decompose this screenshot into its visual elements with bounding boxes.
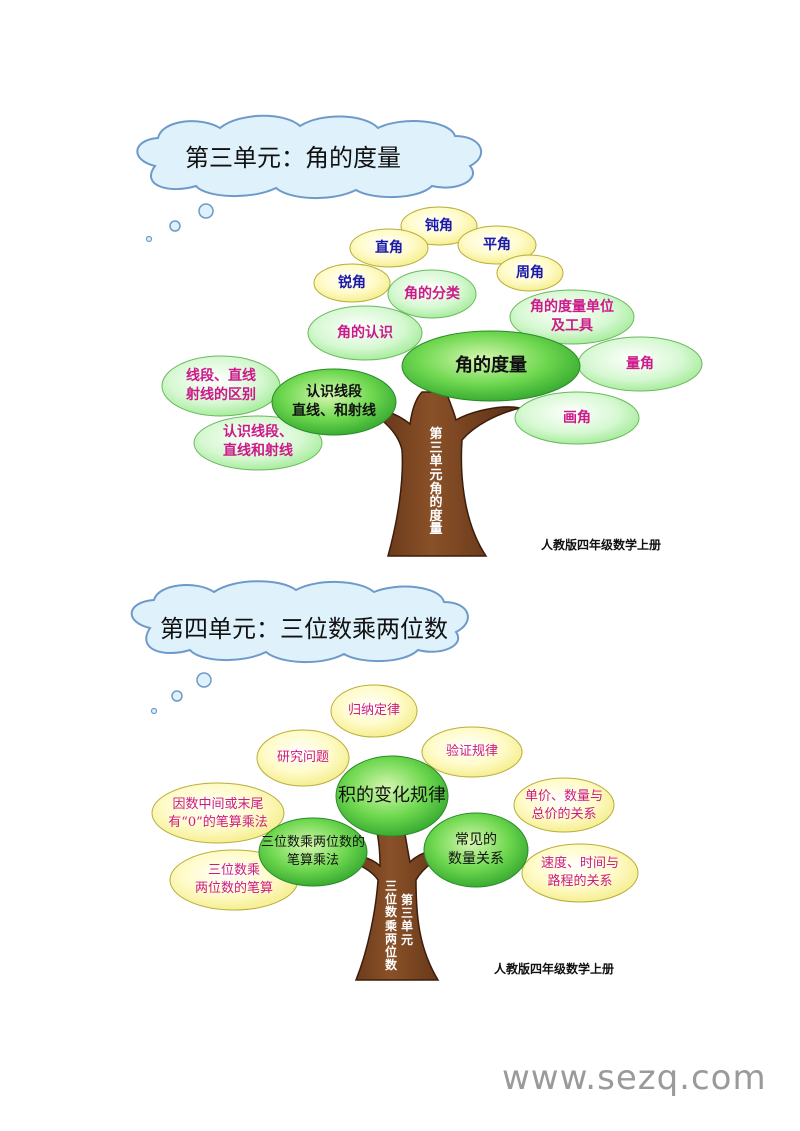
unit4-title: 第四单元：三位数乘两位数 — [160, 614, 448, 643]
title-cloud-unit4 — [130, 580, 469, 715]
type-full: 周角 — [516, 264, 544, 281]
type-acute: 锐角 — [338, 274, 366, 291]
unit3-title: 第三单元：角的度量 — [185, 143, 401, 172]
trunk-text-unit4-a: 第 三 单 元 — [400, 893, 413, 947]
type-straight: 平角 — [483, 236, 511, 253]
node-research: 研究问题 — [276, 750, 329, 766]
caption-unit3: 人教版四年级数学上册 — [541, 538, 662, 552]
center-topic-unit3: 角的度量 — [455, 354, 527, 376]
node-measure: 量角 — [626, 355, 654, 372]
trunk-text-unit3: 第 三 单 元 角 的 度 量 — [429, 427, 443, 538]
node-lines-know: 认识线段、 直线和射线 — [223, 424, 293, 459]
node-lines-diff: 线段、直线 射线的区别 — [186, 368, 256, 403]
watermark: www.sezq.com — [502, 1058, 767, 1098]
type-obtuse: 钝角 — [425, 217, 453, 234]
node-verify: 验证规律 — [445, 744, 498, 760]
node-draw: 画角 — [563, 409, 591, 426]
title-cloud-unit3 — [136, 114, 482, 243]
trunk-text-unit4-b: 三 位 数 乘 两 位 数 — [384, 879, 397, 973]
node-classification: 角的分类 — [404, 285, 460, 302]
node-written-leaf: 三位数乘 两位数的笔算 — [194, 863, 273, 896]
node-recognize: 角的认识 — [337, 324, 393, 341]
node-speed: 速度、时间与 路程的关系 — [540, 856, 619, 889]
node-induction: 归纳定律 — [347, 703, 400, 719]
node-unit-price: 单价、数量与 总价的关系 — [524, 789, 603, 822]
node-written: 三位数乘两位数的 笔算乘法 — [260, 835, 365, 868]
node-common: 常见的 数量关系 — [448, 832, 504, 867]
node-zero: 因数中间或末尾 有“0”的笔算乘法 — [168, 797, 268, 830]
type-right: 直角 — [375, 239, 403, 256]
node-lines-root: 认识线段 直线、和射线 — [292, 384, 376, 419]
node-unit-tools: 角的度量单位 及工具 — [530, 299, 614, 334]
center-topic-unit4: 积的变化规律 — [338, 784, 446, 806]
caption-unit4: 人教版四年级数学上册 — [494, 962, 615, 976]
